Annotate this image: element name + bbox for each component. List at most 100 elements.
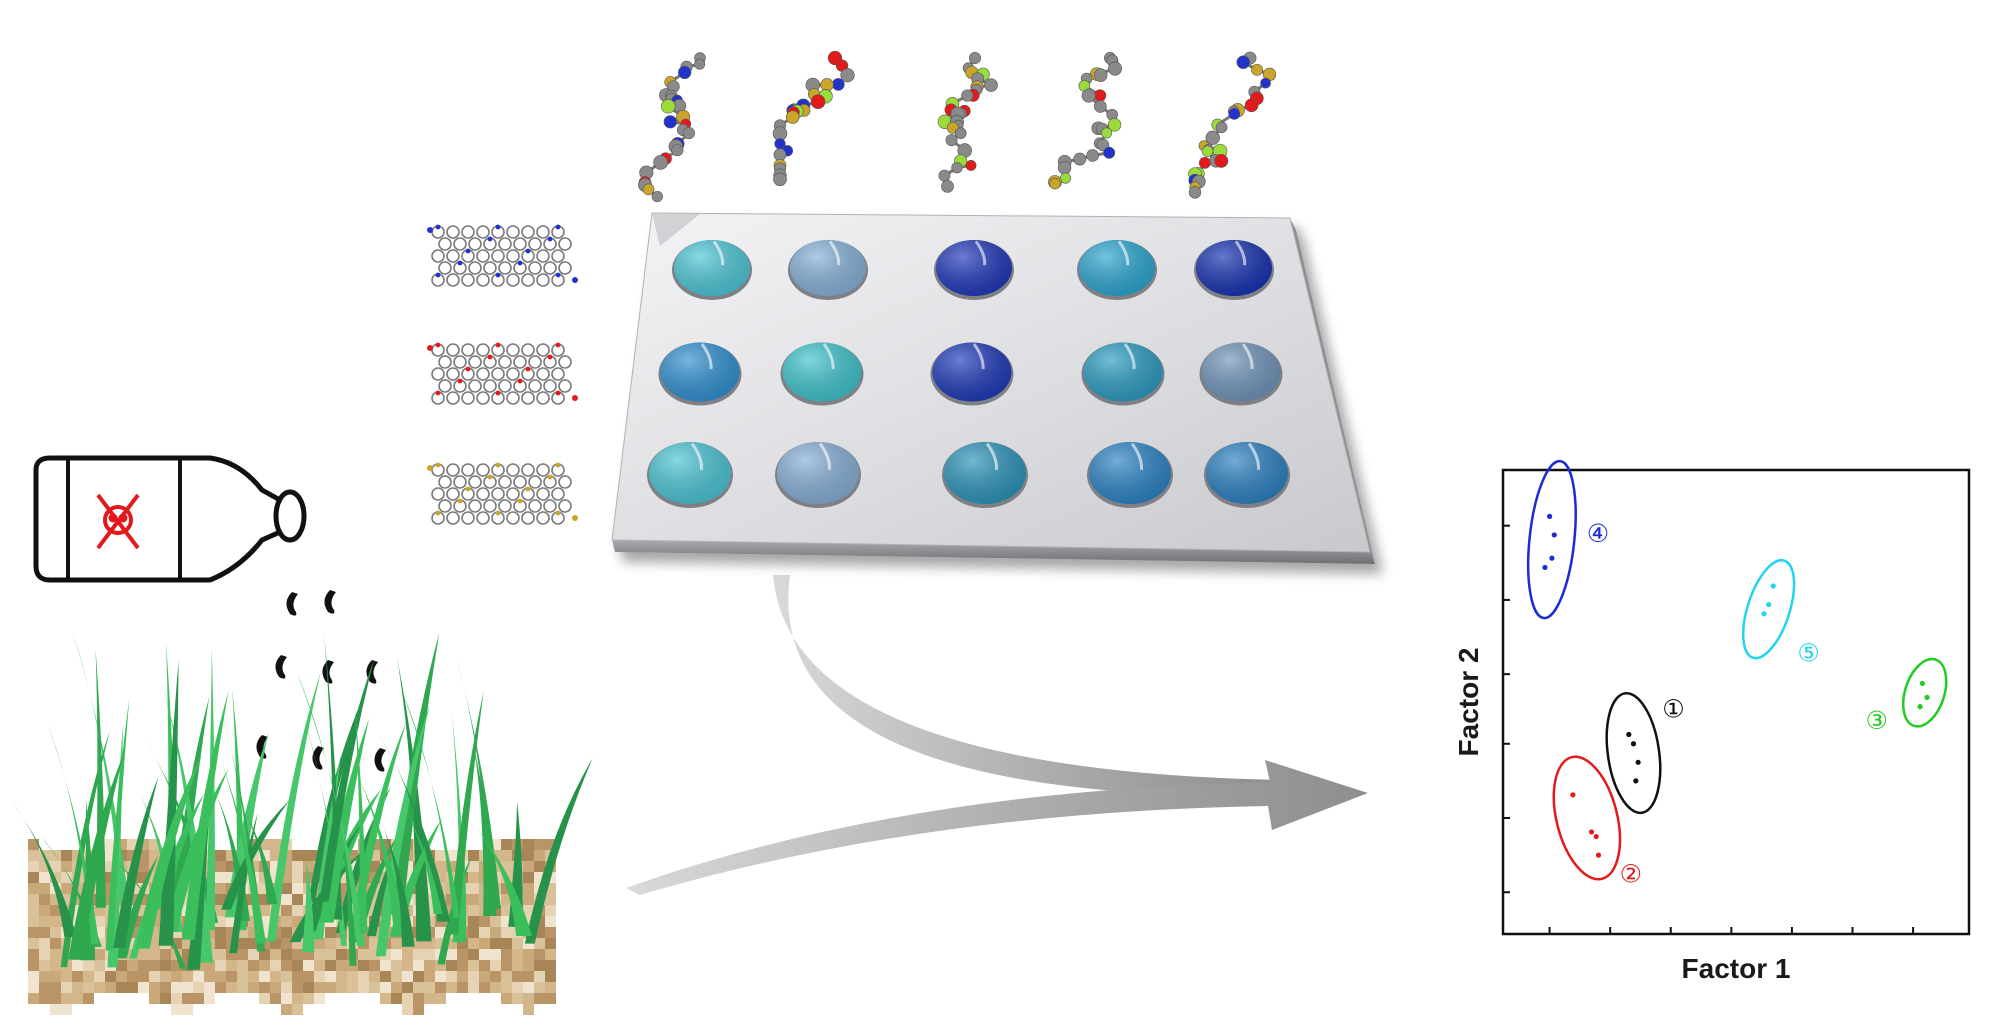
cluster-ellipse xyxy=(1552,755,1622,881)
nanosheet-2 xyxy=(427,342,578,405)
droplet xyxy=(322,660,334,684)
well-r1-c2 xyxy=(788,240,868,300)
cluster-ellipse xyxy=(1741,558,1796,660)
grass-blade xyxy=(221,799,290,910)
data-point xyxy=(1551,532,1557,538)
grass-blade xyxy=(135,754,202,949)
soil-with-grass xyxy=(28,839,556,1015)
data-point xyxy=(1626,731,1632,738)
molecule-3 xyxy=(937,51,998,193)
grass-blade xyxy=(164,768,229,932)
plate-corner-fold xyxy=(652,213,700,246)
grass-blade xyxy=(448,690,484,935)
plot-frame xyxy=(1501,468,1971,936)
grass-blade xyxy=(352,764,406,927)
cluster-label: ⑤ xyxy=(1797,639,1819,668)
skull-crossbones-icon xyxy=(96,493,140,550)
grass-blade xyxy=(243,809,278,905)
grass-blade xyxy=(473,745,497,917)
grass-blade xyxy=(524,758,593,944)
nanosheet-3 xyxy=(427,462,578,525)
cluster-ellipse xyxy=(1526,459,1577,620)
grass-blade xyxy=(296,672,366,946)
grass-blade xyxy=(375,705,430,957)
grass-blade xyxy=(211,736,267,944)
cluster-4: ④ xyxy=(1526,459,1609,620)
grass-blade xyxy=(401,802,443,915)
grass-blade xyxy=(105,698,130,951)
plate-wells xyxy=(647,240,1290,508)
data-point xyxy=(1588,829,1595,835)
data-point xyxy=(1542,564,1548,571)
molecule-5 xyxy=(1188,51,1277,199)
factor-scatter-plot: ① ② ③ ④ ⑤ Factor 1 Factor 2 xyxy=(1453,459,1971,984)
plate-side xyxy=(612,540,1375,564)
data-point xyxy=(1570,792,1576,798)
well-r3-c5 xyxy=(1204,442,1290,508)
cluster-5: ⑤ xyxy=(1741,558,1820,668)
grass-blade xyxy=(229,812,258,954)
data-point xyxy=(1766,601,1772,608)
droplet xyxy=(275,655,287,679)
well-r3-c1 xyxy=(647,442,733,508)
well-r1-c5 xyxy=(1194,240,1274,300)
droplet xyxy=(256,735,268,759)
cluster-1: ① xyxy=(1605,691,1685,815)
grass-blade xyxy=(10,800,77,938)
data-point xyxy=(1633,778,1639,784)
cluster-ellipses: ① ② ③ ④ ⑤ xyxy=(1526,459,1948,889)
molecule-1 xyxy=(638,52,706,203)
cluster-ellipse xyxy=(1901,657,1948,728)
droplet xyxy=(374,748,386,772)
pesticide-molecules xyxy=(638,50,1277,203)
grass-blade xyxy=(113,776,159,949)
data-point xyxy=(1547,513,1553,520)
data-point xyxy=(1917,704,1923,710)
well-r3-c2 xyxy=(775,442,861,508)
grass-blade xyxy=(308,688,367,903)
well-r2-c1 xyxy=(658,342,742,406)
cluster-label: ③ xyxy=(1866,706,1888,735)
data-point xyxy=(1919,680,1925,687)
droplet xyxy=(312,746,324,770)
grass-blade xyxy=(379,735,451,922)
grass-blades xyxy=(10,631,593,970)
cluster-ellipse xyxy=(1605,691,1662,815)
well-r2-c4 xyxy=(1081,342,1165,406)
well-r3-c3 xyxy=(942,442,1028,508)
grass-blade xyxy=(400,688,460,918)
flow-arrow xyxy=(626,575,1368,895)
data-point xyxy=(1924,694,1930,700)
nanosheet-sensor-elements xyxy=(427,224,578,525)
plate-side-right xyxy=(1290,218,1375,564)
well-r1-c3 xyxy=(934,240,1014,300)
well-r2-c3 xyxy=(930,342,1014,406)
well-r1-c1 xyxy=(672,240,752,300)
data-point xyxy=(1770,583,1776,589)
data-point xyxy=(1593,833,1599,840)
data-point xyxy=(1635,759,1641,765)
well-r2-c2 xyxy=(780,342,864,406)
nanosheet-1 xyxy=(427,224,578,287)
droplet xyxy=(324,590,336,614)
y-axis-label: Factor 2 xyxy=(1453,648,1484,757)
grass-blade xyxy=(60,730,110,968)
cluster-label: ④ xyxy=(1587,519,1609,548)
well-r3-c4 xyxy=(1087,442,1173,508)
cluster-label: ① xyxy=(1662,695,1684,724)
grass-blade xyxy=(354,706,368,934)
x-axis-label: Factor 1 xyxy=(1682,953,1791,984)
well-r1-c4 xyxy=(1077,240,1157,300)
grass-blade xyxy=(68,752,125,960)
cluster-3: ③ xyxy=(1866,657,1948,735)
grass-blade xyxy=(319,657,375,902)
grass-blade xyxy=(474,825,532,936)
data-point xyxy=(1595,852,1602,858)
pesticide-bottle xyxy=(33,455,307,583)
droplet xyxy=(286,592,298,616)
data-point xyxy=(1630,741,1637,747)
molecule-4 xyxy=(1048,52,1122,190)
data-point xyxy=(1549,555,1555,561)
cluster-label: ② xyxy=(1620,860,1642,889)
